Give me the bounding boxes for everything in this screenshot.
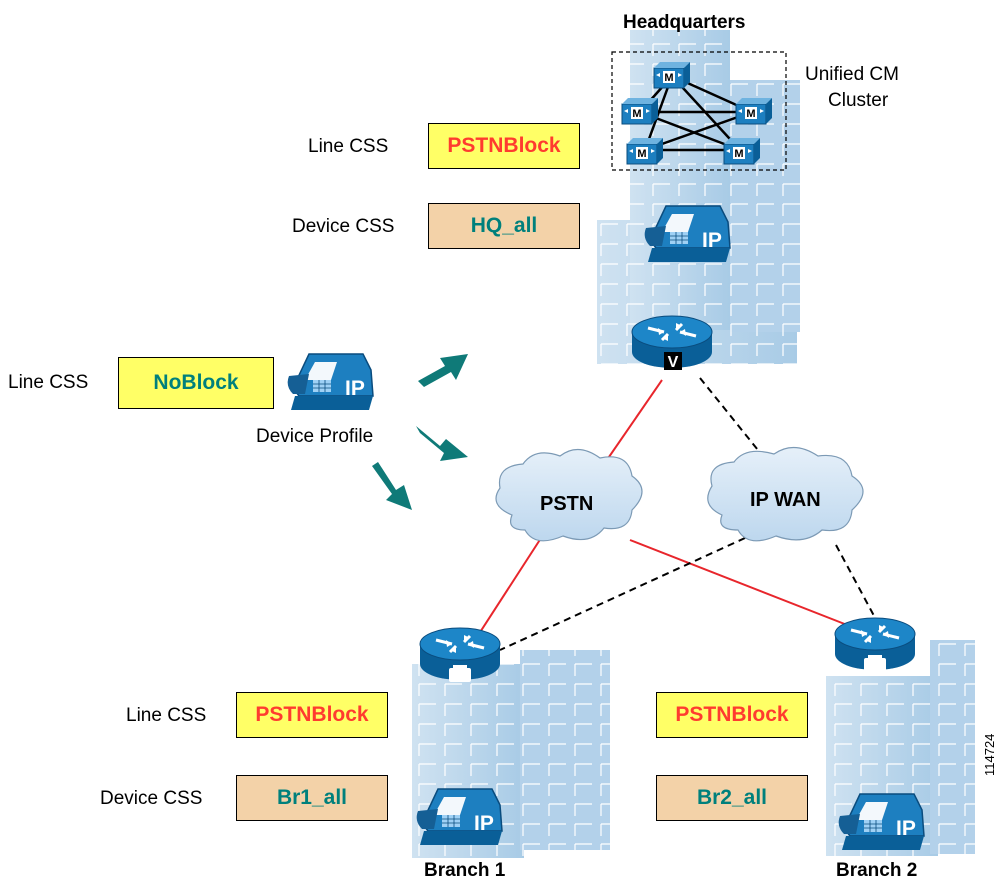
- hq-building: [597, 30, 800, 364]
- branch1-title: Branch 1: [424, 860, 506, 881]
- pstn-links: [474, 379, 861, 641]
- server-m-label: M: [637, 148, 646, 160]
- branch2-line-css-box: PSTNBlock: [656, 692, 808, 738]
- hq-line-css-box: PSTNBlock: [428, 123, 580, 169]
- branch1-device-css-box: Br1_all: [236, 775, 388, 821]
- ipwan-cloud-label: IP WAN: [750, 489, 821, 511]
- hq-device-css-label: Device CSS: [292, 216, 395, 237]
- wan-links: [499, 377, 881, 651]
- hq-title: Headquarters: [623, 12, 746, 33]
- router-phone-glyph: [449, 655, 886, 682]
- server-m-label: M: [632, 108, 641, 120]
- server-m-label: M: [734, 148, 743, 160]
- branch1-line-css-label: Line CSS: [126, 705, 207, 726]
- device-profile-label: Device Profile: [256, 426, 374, 447]
- phone-ip-label: IP: [702, 229, 722, 252]
- ipwan-cloud: [707, 446, 864, 542]
- cluster-label-line1: Unified CM: [805, 64, 899, 85]
- hq-device-css-box: HQ_all: [428, 203, 580, 249]
- branch2-device-css-box: Br2_all: [656, 775, 808, 821]
- unified-cm-cluster-outline: [611, 51, 787, 171]
- device-profile-arrows: [372, 354, 468, 510]
- figure-id: 114724: [982, 733, 997, 776]
- phone-ip-label: IP: [896, 817, 916, 840]
- hq-line-css-label: Line CSS: [308, 136, 389, 157]
- phone-ip-label: IP: [345, 377, 365, 400]
- pstn-cloud: [495, 448, 643, 542]
- gateway-v-label: V: [668, 354, 679, 371]
- pstn-cloud-label: PSTN: [540, 493, 594, 515]
- roaming-line-css-box: NoBlock: [118, 357, 274, 409]
- phone-ip-label: IP: [474, 812, 494, 835]
- cluster-label-line2: Cluster: [828, 90, 889, 111]
- server-m-label: M: [746, 108, 755, 120]
- branch2-building: [826, 640, 975, 856]
- server-m-label: M: [664, 72, 673, 84]
- branch2-title: Branch 2: [836, 860, 918, 881]
- roaming-line-css-label: Line CSS: [8, 372, 89, 393]
- branch1-device-css-label: Device CSS: [100, 788, 203, 809]
- branch1-line-css-box: PSTNBlock: [236, 692, 388, 738]
- voice-gateway-badge: [664, 352, 682, 370]
